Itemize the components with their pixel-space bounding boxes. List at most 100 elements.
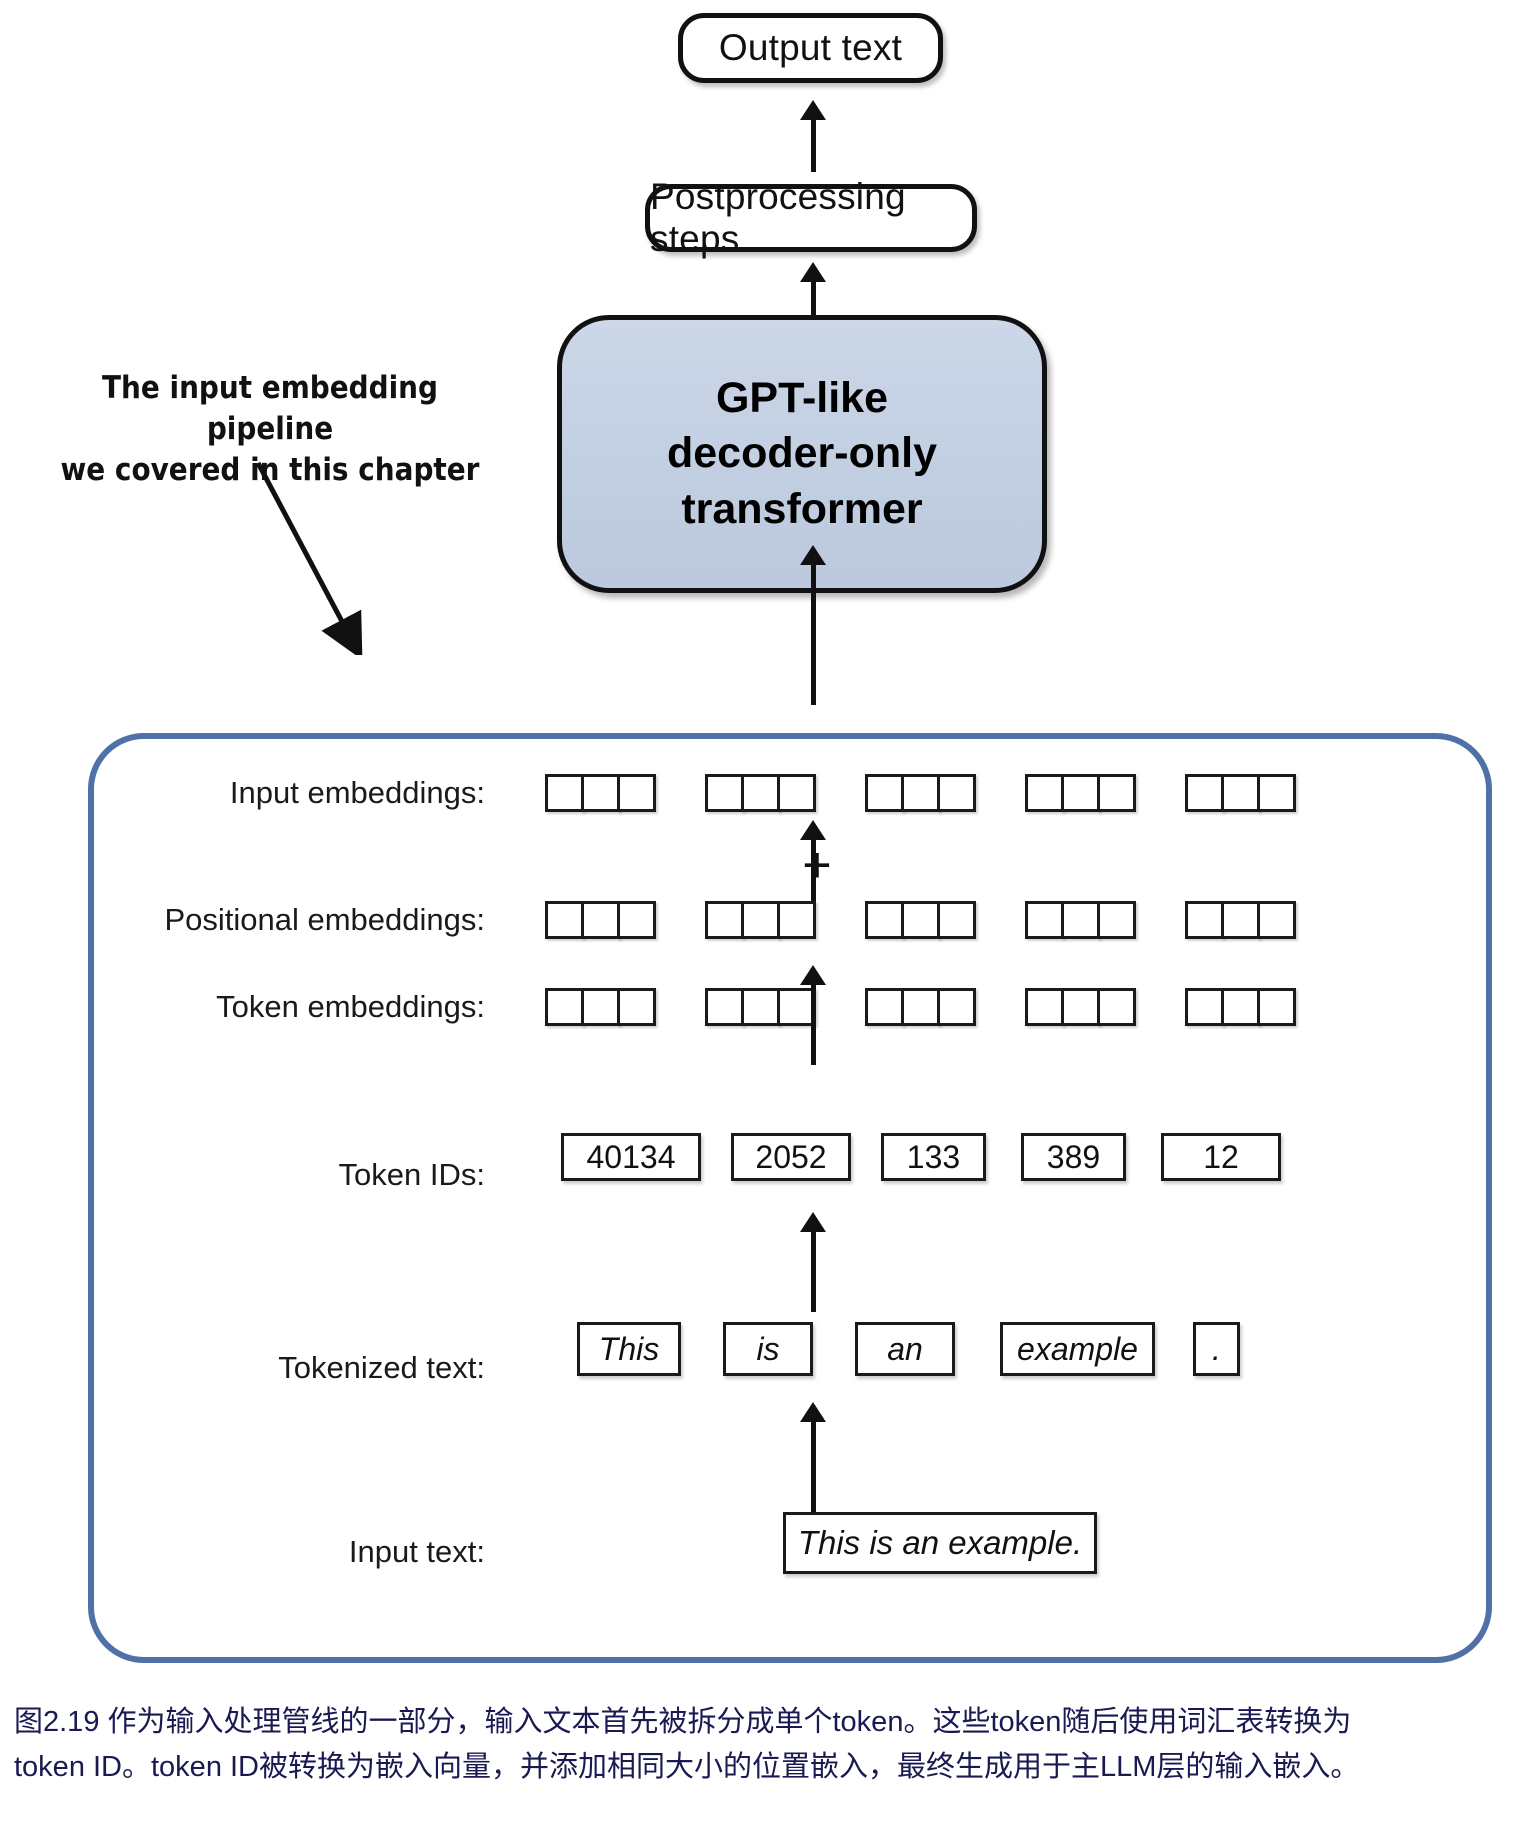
arrow-embeddings-to-model — [800, 545, 826, 705]
token-box: . — [1193, 1322, 1240, 1376]
token-id-value: 389 — [1046, 1138, 1101, 1175]
token-box: This — [577, 1322, 681, 1376]
token-id-value: 2052 — [755, 1138, 827, 1175]
embedding-cell — [865, 901, 904, 939]
embedding-cell — [617, 901, 656, 939]
embedding-cell — [1097, 901, 1136, 939]
embedding-cell — [901, 774, 940, 812]
token-id-value: 133 — [906, 1138, 961, 1175]
input-text-box: This is an example. — [783, 1512, 1097, 1574]
postprocessing-steps-box: Postprocessing steps — [645, 176, 977, 259]
embedding-cell — [705, 901, 744, 939]
embedding-vector — [865, 901, 976, 939]
embedding-cell — [1061, 988, 1100, 1026]
embedding-vector — [865, 988, 976, 1026]
embedding-vector — [705, 901, 816, 939]
row-label-positional-embeddings: Positional embeddings: — [164, 902, 485, 937]
annotation-arrow-icon — [255, 461, 363, 655]
output-text-label: Output text — [718, 27, 903, 68]
arrow-input-text-to-tokens — [800, 1402, 826, 1512]
embedding-cell — [1061, 774, 1100, 812]
output-text-box: Output text — [678, 13, 943, 83]
embedding-vector — [1185, 901, 1296, 939]
row-label-token-embeddings: Token embeddings: — [216, 989, 485, 1024]
embedding-cell — [1221, 774, 1260, 812]
row-label-positional-embeddings-holder: Positional embeddings: — [130, 900, 485, 940]
embedding-vector — [1025, 901, 1136, 939]
embedding-vector — [545, 774, 656, 812]
embedding-cell — [1257, 988, 1296, 1026]
embedding-cell — [581, 774, 620, 812]
embedding-cell — [617, 988, 656, 1026]
arrow-token-ids-shaft-lower — [811, 1030, 816, 1065]
arrow-postprocessing-to-output — [800, 100, 826, 172]
embedding-cell — [545, 988, 584, 1026]
arrow-model-to-postprocessing — [800, 262, 826, 317]
token-embeddings-row — [0, 988, 1514, 1026]
embedding-cell — [777, 774, 816, 812]
embedding-cell — [1097, 774, 1136, 812]
embedding-vector — [545, 988, 656, 1026]
embedding-vector — [1025, 774, 1136, 812]
embedding-cell — [777, 901, 816, 939]
token-box: is — [723, 1322, 813, 1376]
embedding-cell — [705, 988, 744, 1026]
positional-embeddings-row — [0, 901, 1514, 939]
token-box: an — [855, 1322, 955, 1376]
arrow-tokens-to-token-ids — [800, 1212, 826, 1312]
embedding-cell — [741, 988, 780, 1026]
row-label-tokenized-text: Tokenized text: — [278, 1350, 485, 1385]
embedding-cell — [937, 988, 976, 1026]
embedding-cell — [937, 774, 976, 812]
token-id-box: 389 — [1021, 1133, 1126, 1181]
embedding-cell — [545, 774, 584, 812]
token-value: This — [598, 1330, 660, 1367]
arrow-token-ids-to-token-embeddings-stub — [800, 965, 826, 1030]
token-id-value: 12 — [1203, 1138, 1239, 1175]
embedding-cell — [1025, 988, 1064, 1026]
model-box-line-1: GPT-like — [715, 374, 889, 423]
embedding-cell — [901, 901, 940, 939]
embedding-cell — [865, 988, 904, 1026]
embedding-cell — [705, 774, 744, 812]
embedding-cell — [1257, 774, 1296, 812]
embedding-cell — [1185, 988, 1224, 1026]
model-box-line-3: transformer — [681, 484, 923, 533]
embedding-cell — [741, 901, 780, 939]
postprocessing-steps-label: Postprocessing steps — [650, 176, 906, 259]
token-box: example — [1000, 1322, 1155, 1376]
token-value: example — [1017, 1330, 1138, 1367]
annotation-line-1: The input embedding pipeline — [102, 370, 438, 447]
embedding-cell — [1025, 774, 1064, 812]
embedding-vector — [705, 988, 816, 1026]
embedding-cell — [581, 988, 620, 1026]
token-id-box: 40134 — [561, 1133, 701, 1181]
embedding-cell — [937, 901, 976, 939]
token-id-box: 12 — [1161, 1133, 1281, 1181]
embedding-cell — [865, 774, 904, 812]
token-id-box: 133 — [881, 1133, 986, 1181]
row-label-token-ids-holder: Token IDs: — [130, 1155, 485, 1195]
embedding-vector — [705, 774, 816, 812]
embedding-vector — [1185, 988, 1296, 1026]
token-value: an — [887, 1330, 923, 1367]
plus-symbol: + — [802, 837, 832, 893]
embedding-cell — [617, 774, 656, 812]
embedding-cell — [1061, 901, 1100, 939]
embedding-cell — [545, 901, 584, 939]
embedding-cell — [741, 774, 780, 812]
row-label-input-text-holder: Input text: — [130, 1532, 485, 1572]
embedding-vector — [1025, 988, 1136, 1026]
row-label-token-embeddings-holder: Token embeddings: — [130, 987, 485, 1027]
embedding-cell — [1185, 774, 1224, 812]
input-embedding-pipeline-container — [88, 733, 1492, 1663]
embedding-cell — [1025, 901, 1064, 939]
embedding-cell — [1185, 901, 1224, 939]
arrow-sum-to-input-embeddings — [800, 820, 826, 915]
row-label-input-text: Input text: — [348, 1534, 485, 1569]
embedding-vector — [865, 774, 976, 812]
embedding-cell — [901, 988, 940, 1026]
model-box-line-2: decoder-only — [667, 429, 937, 478]
token-id-box: 2052 — [731, 1133, 851, 1181]
